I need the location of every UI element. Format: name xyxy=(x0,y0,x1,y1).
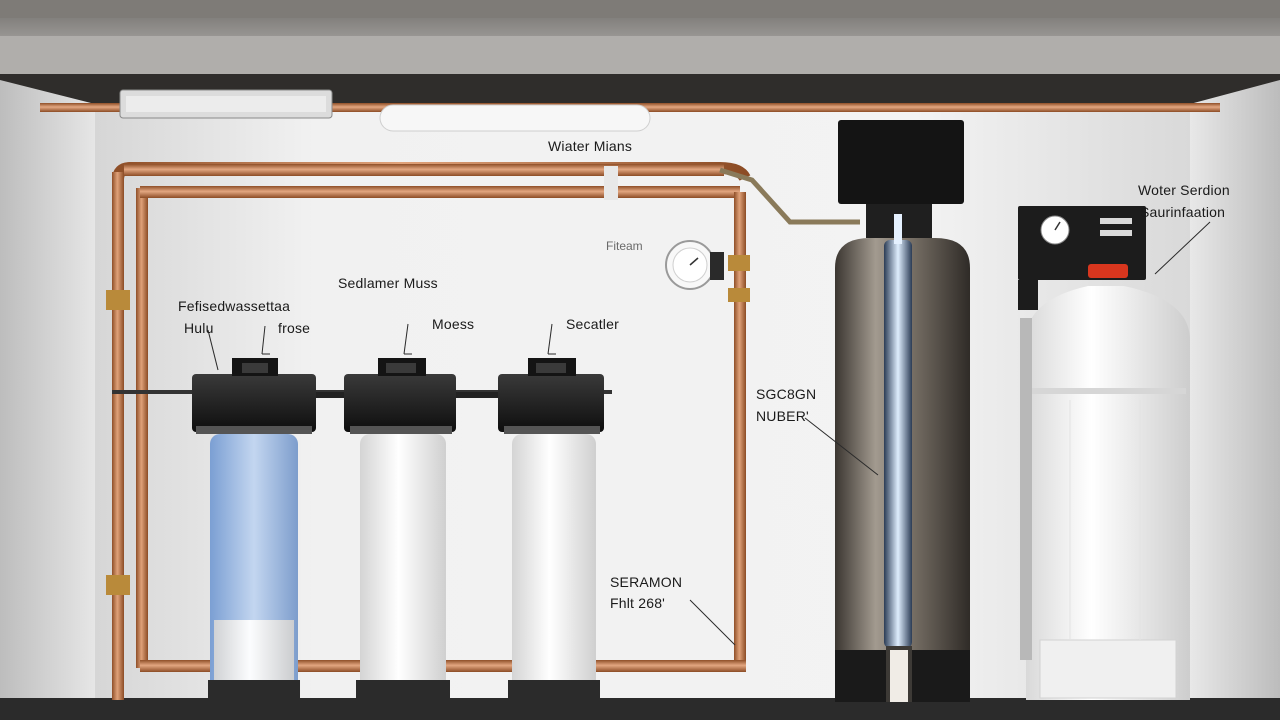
label-water-mains: Wiater Mians xyxy=(548,138,633,154)
label-sediment-filter: Sedlamer Muss xyxy=(338,275,438,291)
label-bottom-line1: SERAMON xyxy=(610,574,683,590)
label-bottom-line2: Fhlt 268' xyxy=(610,595,666,611)
label-softener-line2: Saurinfaation xyxy=(1140,204,1226,220)
label-filter2: Moess xyxy=(432,316,475,332)
label-filter1-line2b: frose xyxy=(278,320,311,336)
label-filter1-line1: Fefisedwassettaa xyxy=(178,298,291,314)
label-softener-line1: Woter Serdion xyxy=(1138,182,1230,198)
label-tank-line2: NUBER' xyxy=(756,408,809,424)
label-filter1-line2a: Hulu xyxy=(184,320,214,336)
label-gauge: Fiteam xyxy=(606,239,643,253)
label-filter3: Secatler xyxy=(566,316,619,332)
label-tank-line1: SGC8GN xyxy=(756,386,817,402)
